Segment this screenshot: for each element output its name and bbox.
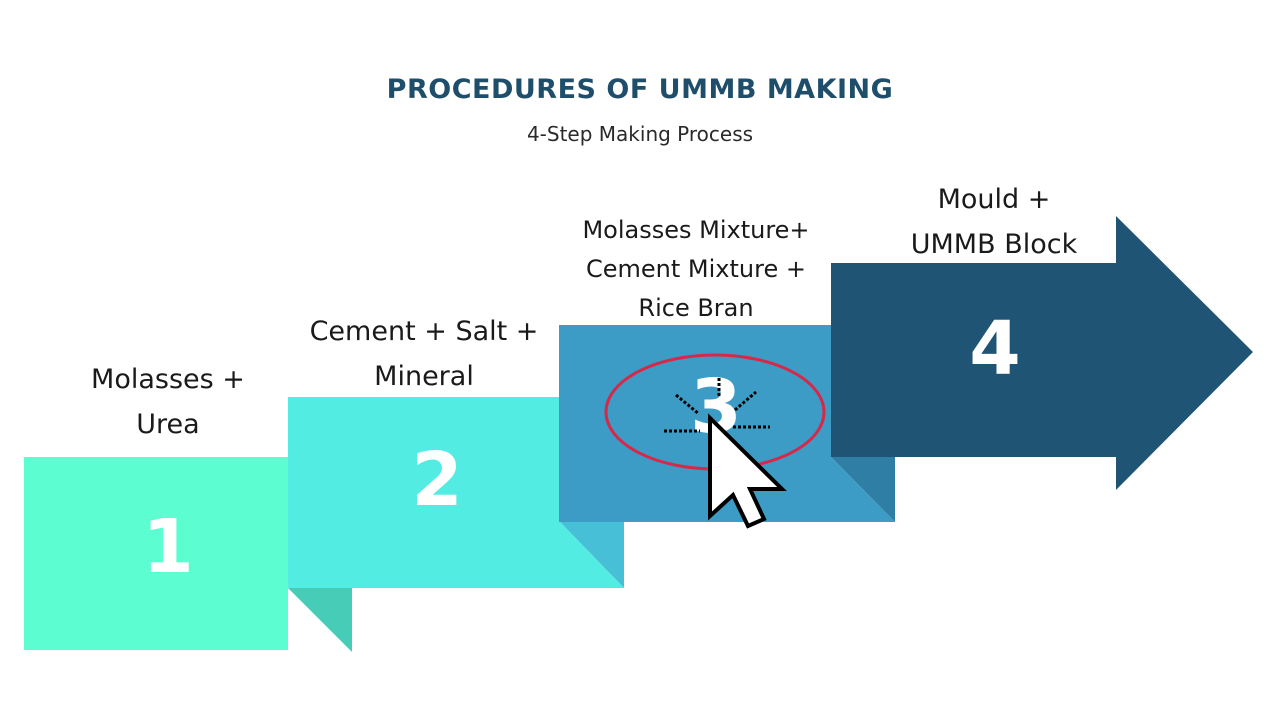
step-3[interactable]: 3	[559, 325, 895, 522]
mouse-pointer-icon	[708, 413, 787, 529]
step-1-number: 1	[142, 504, 194, 590]
diagram-subtitle: 4-Step Making Process	[526, 122, 754, 146]
step-2-number: 2	[411, 437, 463, 523]
diagram-title: PROCEDURES OF UMMB MAKING	[386, 74, 894, 105]
step-1[interactable]: 1	[24, 457, 352, 652]
step-2-block	[288, 397, 560, 588]
step-2[interactable]: 2	[288, 397, 624, 588]
click-burst-icon	[664, 378, 770, 433]
step-1-label: Molasses + Urea	[91, 364, 245, 440]
step-4-label: Mould + UMMB Block	[910, 184, 1078, 260]
step-2-label: Cement + Salt + Mineral	[309, 316, 539, 392]
step-2-fold-base	[560, 522, 624, 588]
step-3-block	[559, 325, 831, 522]
step-4[interactable]: 4	[831, 216, 1253, 490]
step-3-label: Molasses Mixture+ Cement Mixture + Rice …	[582, 216, 810, 322]
step-3-fold-base	[831, 457, 895, 522]
step-4-arrow	[831, 216, 1253, 490]
step-4-number: 4	[969, 306, 1021, 392]
step-1-fold	[288, 588, 352, 652]
step-1-block	[24, 457, 288, 650]
